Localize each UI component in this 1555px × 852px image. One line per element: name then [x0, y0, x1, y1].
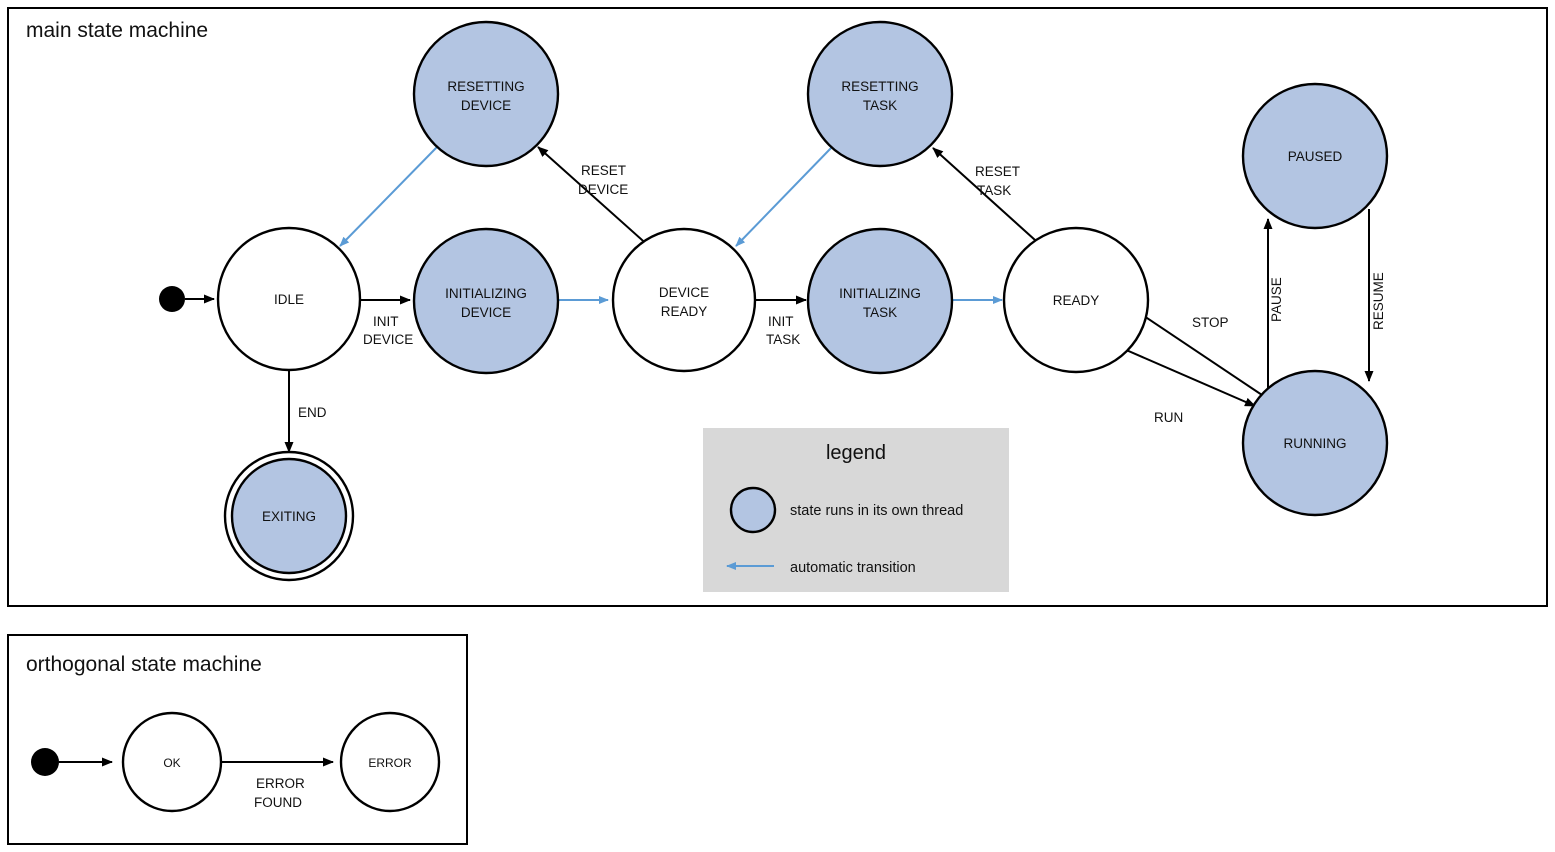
transition-idle-exiting: END	[284, 371, 327, 453]
edge-label-line1: RESET	[581, 163, 626, 178]
edge-label-line1: END	[298, 405, 327, 420]
orthogonal-transitions-layer: ERROR FOUND	[31, 748, 334, 810]
state-label-line1: READY	[1053, 293, 1100, 308]
transition-idle-initdevice: INIT DEVICE	[360, 295, 413, 347]
edge-label-line1: PAUSE	[1269, 277, 1284, 322]
state-label-line2: DEVICE	[461, 98, 511, 113]
state-shape[interactable]	[121, 711, 223, 813]
state-label-line1: DEVICE	[659, 285, 709, 300]
transition-paused-running: RESUME	[1364, 209, 1386, 382]
state-label-line1: RESETTING	[841, 79, 918, 94]
state-label-line1: INITIALIZING	[839, 286, 921, 301]
state-label-line1: ERROR	[368, 756, 412, 770]
transition-start-idle	[159, 286, 215, 312]
transition-resettask-devready	[735, 146, 833, 247]
state-device-ready[interactable]: DEVICE READY	[611, 227, 757, 373]
state-initializing-task[interactable]: INITIALIZING TASK	[806, 227, 954, 375]
state-shape[interactable]	[806, 227, 954, 375]
orthogonal-states-layer: OK ERROR	[121, 711, 441, 813]
state-shape[interactable]	[611, 227, 757, 373]
state-shape[interactable]	[806, 20, 954, 168]
state-shape[interactable]	[1002, 226, 1150, 374]
edge-label-line2: DEVICE	[578, 182, 628, 197]
state-idle[interactable]: IDLE	[216, 226, 362, 372]
state-shape[interactable]	[412, 227, 560, 375]
transition-ok-error: ERROR FOUND	[222, 757, 334, 810]
edge-label-line2: FOUND	[254, 795, 302, 810]
state-label-line1: IDLE	[274, 292, 304, 307]
state-label-line2: TASK	[863, 305, 897, 320]
edge-label-line2: DEVICE	[363, 332, 413, 347]
transition-running-ready: STOP	[1134, 309, 1263, 396]
state-initializing-device[interactable]: INITIALIZING DEVICE	[412, 227, 560, 375]
transition-running-paused: PAUSE	[1263, 218, 1284, 394]
orthogonal-frame-title: orthogonal state machine	[26, 653, 262, 676]
legend-item-thread-swatch: state runs in its own thread	[729, 486, 963, 534]
initial-state-dot	[31, 748, 59, 776]
edge-label-line1: RESET	[975, 164, 1020, 179]
edge-label-line1: RUN	[1154, 410, 1183, 425]
initial-state-dot	[159, 286, 185, 312]
edge-label-line1: INIT	[373, 314, 399, 329]
thread-state-swatch-icon	[729, 486, 777, 534]
edge-line	[1116, 345, 1256, 407]
transition-resetdev-idle	[339, 146, 438, 247]
legend-item-auto-arrow: automatic transition	[726, 560, 916, 576]
state-resetting-task[interactable]: RESETTING TASK	[806, 20, 954, 168]
main-states-layer: IDLE RESETTING DEVICE INITIALIZING DEVIC…	[216, 20, 1389, 582]
main-frame-border	[7, 7, 1548, 607]
legend-title: legend	[826, 442, 886, 464]
state-label-line1: OK	[163, 756, 180, 770]
state-paused[interactable]: PAUSED	[1241, 82, 1389, 230]
orthogonal-frame-border	[7, 634, 468, 845]
state-shape[interactable]	[1241, 82, 1389, 230]
main-frame-title: main state machine	[26, 19, 208, 42]
state-ok[interactable]: OK	[121, 711, 223, 813]
state-error[interactable]: ERROR	[339, 711, 441, 813]
transition-ready-resettask: RESET TASK	[932, 147, 1046, 250]
state-label-line1: RESETTING	[447, 79, 524, 94]
state-shape[interactable]	[412, 20, 560, 168]
state-label-line2: TASK	[863, 98, 897, 113]
state-label-line2: READY	[661, 304, 708, 319]
transition-devready-resetdev: RESET DEVICE	[537, 146, 652, 249]
edge-line	[1134, 309, 1263, 396]
edge-label-line1: STOP	[1192, 315, 1229, 330]
edge-line	[932, 147, 1046, 250]
state-exiting[interactable]: EXITING	[223, 450, 355, 582]
edge-label-line1: ERROR	[256, 776, 305, 791]
state-label-line1: EXITING	[262, 509, 316, 524]
state-running[interactable]: RUNNING	[1241, 369, 1389, 517]
state-label-line2: DEVICE	[461, 305, 511, 320]
state-ready[interactable]: READY	[1002, 226, 1150, 374]
transition-start-ok	[31, 748, 113, 776]
edge-line	[339, 146, 438, 247]
state-shape[interactable]	[216, 226, 362, 372]
edge-label-line2: TASK	[977, 183, 1011, 198]
state-label-line1: PAUSED	[1288, 149, 1343, 164]
legend-item-label: automatic transition	[790, 560, 916, 576]
edge-label-line2: TASK	[766, 332, 800, 347]
transition-ready-running: RUN	[1116, 345, 1256, 425]
main-transitions-layer: INIT DEVICE END RESET DEVICE INIT TASK	[159, 146, 1386, 453]
state-shape[interactable]	[1241, 369, 1389, 517]
edge-line	[537, 146, 652, 249]
state-shape[interactable]	[339, 711, 441, 813]
edge-line	[735, 146, 833, 247]
transition-devready-inittask: INIT TASK	[756, 295, 807, 347]
legend-item-label: state runs in its own thread	[790, 503, 963, 519]
edge-label-line1: INIT	[768, 314, 794, 329]
state-resetting-device[interactable]: RESETTING DEVICE	[412, 20, 560, 168]
edge-label-line1: RESUME	[1371, 272, 1386, 330]
legend: legend state runs in its own thread auto…	[703, 428, 1009, 592]
state-shape[interactable]	[230, 457, 348, 575]
state-label-line1: RUNNING	[1284, 436, 1347, 451]
state-label-line1: INITIALIZING	[445, 286, 527, 301]
